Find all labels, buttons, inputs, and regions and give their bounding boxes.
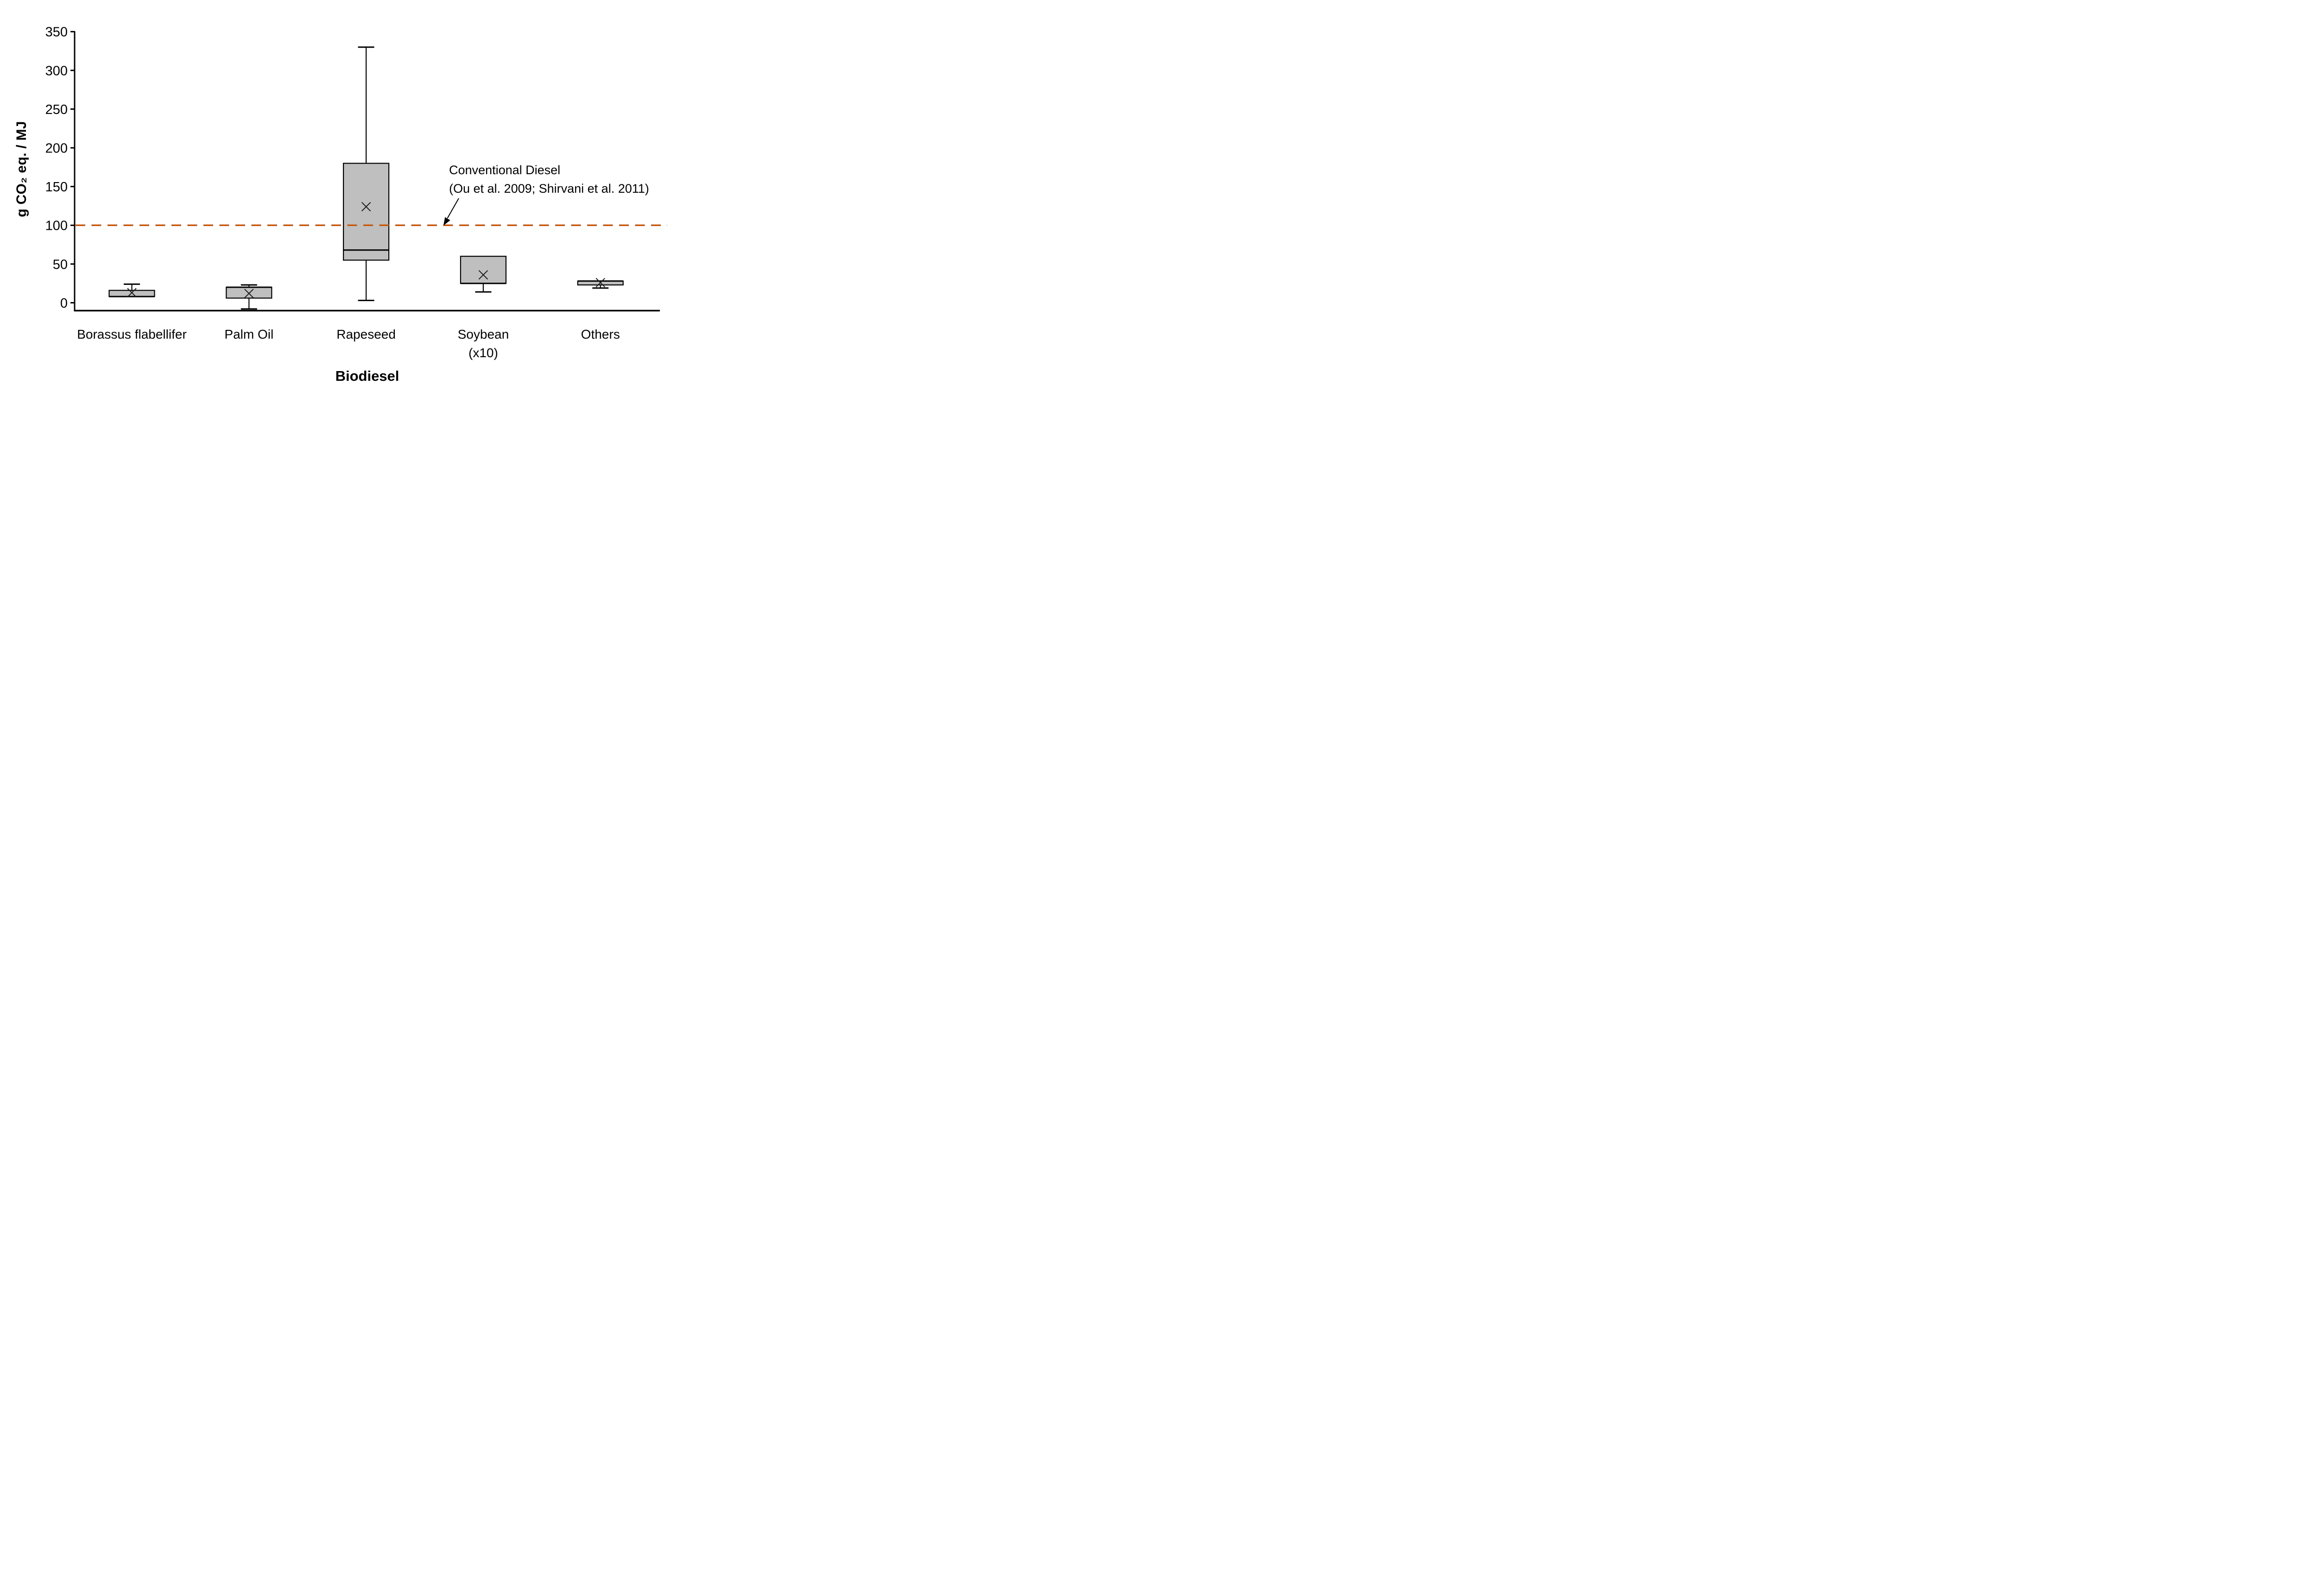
box-group-others xyxy=(577,278,624,289)
mean-marker xyxy=(361,202,371,212)
mean-marker xyxy=(478,270,488,280)
box-group-palm-oil xyxy=(226,284,272,310)
box-group-borassus-flabellifer xyxy=(108,283,155,297)
y-tick-label-250: 250 xyxy=(45,102,68,117)
category-label-palm-oil: Palm Oil xyxy=(224,327,273,341)
box-group-soybean-x10 xyxy=(460,256,507,293)
y-tick-label-350: 350 xyxy=(45,25,68,40)
iqr-box xyxy=(460,256,507,284)
y-tick-label-300: 300 xyxy=(45,63,68,78)
annotation-line-2: (Ou et al. 2009; Shirvani et al. 2011) xyxy=(449,182,649,196)
x-axis-title: Biodiesel xyxy=(335,368,399,384)
iqr-box xyxy=(342,163,390,261)
annotation-line-1: Conventional Diesel xyxy=(449,163,561,177)
y-tick-label-100: 100 xyxy=(45,219,68,233)
category-label-rapeseed: Rapeseed xyxy=(336,327,396,341)
category-label-soybean: Soybean(x10) xyxy=(458,327,509,360)
mean-marker xyxy=(595,278,605,288)
y-tick-label-150: 150 xyxy=(45,180,68,195)
y-tick-label-50: 50 xyxy=(53,257,68,272)
mean-marker xyxy=(244,289,254,298)
y-tick-label-200: 200 xyxy=(45,141,68,156)
y-axis-title: g CO₂ eq. / MJ xyxy=(14,121,29,217)
reference-line-annotation: Conventional Diesel (Ou et al. 2009; Shi… xyxy=(449,161,649,198)
category-label-borassus-flabellifer: Borassus flabellifer xyxy=(77,327,187,341)
iqr-box xyxy=(108,290,155,297)
annotation-arrow-shaft xyxy=(447,198,459,219)
iqr-box xyxy=(226,286,272,299)
annotation-arrow-head xyxy=(443,217,450,226)
category-label-others: Others xyxy=(581,327,620,341)
box-group-rapeseed xyxy=(342,46,390,301)
y-tick-label-0: 0 xyxy=(60,296,68,311)
mean-marker xyxy=(127,288,137,297)
